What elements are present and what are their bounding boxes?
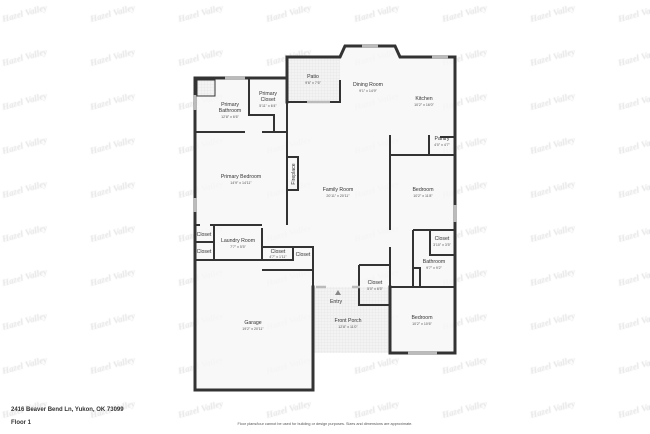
room-closet-b: Closet [197,249,212,255]
room-primary-bathroom-2: Bathroom [219,108,242,114]
room-primary-bathroom: Primary [221,102,239,108]
floor-label: Floor 1 [11,420,32,426]
disclaimer: Floor plans/tour cannot be used for buil… [237,422,413,426]
room-closet-e-dim: 3'10" x 3'5" [433,243,451,247]
room-garage-dim: 19'2" x 20'11" [242,327,264,331]
room-labels: Patio 9'6" x 7'6" Dining Room 9'1" x 14'… [197,74,452,331]
room-entry: Entry [330,299,343,305]
room-bathroom: Bathroom [423,259,446,265]
shower [196,79,216,97]
porch-floor [313,287,390,353]
room-primary-closet: Primary [259,91,277,97]
room-closet-c-dim: 4'7" x 1'11" [269,255,287,259]
room-closet-a: Closet [197,232,212,238]
room-bedroom-1-dim: 10'2" x 11'8" [413,194,433,198]
room-laundry: Laundry Room [221,238,255,244]
room-primary-bedroom: Primary Bedroom [221,174,261,180]
room-patio-dim: 9'6" x 7'6" [305,81,321,85]
room-bedroom-2-dim: 10'2" x 10'6" [412,322,432,326]
room-family: Family Room [323,187,354,193]
room-dining-dim: 9'1" x 14'9" [359,89,377,93]
room-front-porch-dim: 12'8" x 11'0" [338,325,358,329]
room-kitchen-dim: 10'2" x 16'0" [414,103,434,107]
room-closet-c: Closet [271,249,286,255]
room-bedroom-2: Bedroom [411,315,432,321]
room-primary-bedroom-dim: 14'9" x 14'11" [230,181,252,185]
room-primary-closet-dim: 5'11" x 6'4" [259,104,277,108]
fireplace: Fireplace [291,163,297,184]
room-closet-d: Closet [296,252,311,258]
room-bedroom-1: Bedroom [412,187,433,193]
room-bathroom-dim: 9'7" x 9'2" [426,266,442,270]
room-dining: Dining Room [353,82,383,88]
exterior-walls [193,44,457,392]
room-laundry-dim: 7'7" x 5'5" [230,245,246,249]
room-front-porch: Front Porch [334,318,361,324]
interior-walls [195,78,455,306]
room-family-dim: 20'11" x 20'11" [326,194,350,198]
patio-floor [287,57,340,102]
room-kitchen: Kitchen [415,96,432,102]
room-primary-bathroom-dim: 12'8" x 6'6" [221,115,239,119]
address: 2416 Beaver Bend Ln, Yukon, OK 73099 [11,407,124,413]
room-pantry-dim: 4'0" x 4'7" [434,143,450,147]
room-primary-closet-2: Closet [261,97,276,103]
room-closet-f: Closet [368,280,383,286]
room-pantry: Pantry [435,136,450,142]
entry-arrow-icon [335,290,341,295]
room-garage: Garage [244,320,261,326]
room-closet-f-dim: 5'0" x 6'5" [367,287,383,291]
room-patio: Patio [307,74,319,80]
room-closet-e: Closet [435,236,450,242]
